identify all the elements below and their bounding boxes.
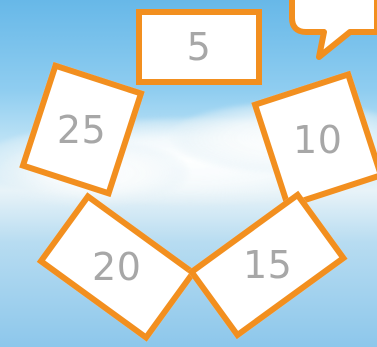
number-label-bottom-right: 15 — [243, 246, 292, 284]
number-label-left: 25 — [57, 110, 106, 148]
speech-bubble-icon — [0, 0, 377, 80]
number-card-bottom-right: 15 — [187, 191, 347, 339]
number-card-bottom-left: 20 — [37, 192, 198, 342]
number-label-bottom-left: 20 — [92, 248, 141, 286]
number-label-right: 10 — [293, 121, 342, 159]
